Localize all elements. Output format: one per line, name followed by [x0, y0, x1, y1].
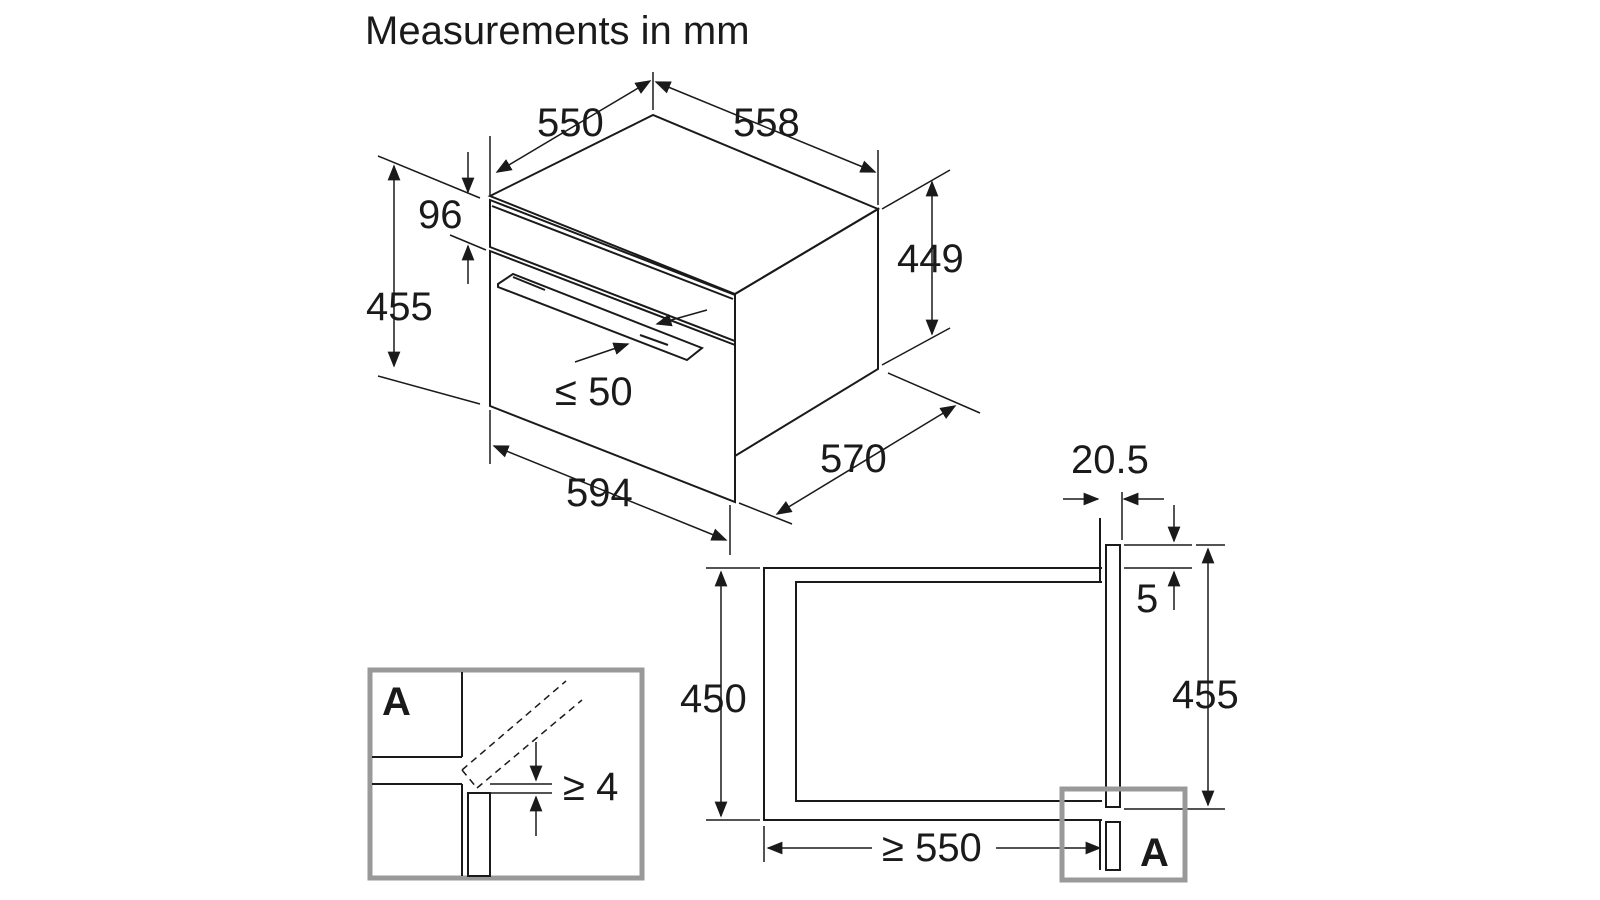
appliance-isometric	[487, 113, 881, 504]
dim-front-height-label: 455	[366, 285, 433, 329]
dim-total-height	[1124, 544, 1225, 810]
dim-handle-projection-label: ≤ 50	[555, 370, 633, 414]
dim-body-height-label: 449	[897, 237, 964, 281]
cabinet-section	[763, 518, 1121, 871]
control-panel	[489, 198, 736, 343]
detail-gap-label: ≥ 4	[563, 765, 618, 809]
detail-a-panel	[367, 667, 645, 881]
detail-a-label: A	[382, 680, 411, 724]
detail-callout-label: A	[1140, 831, 1169, 875]
dim-total-height-label: 455	[1172, 673, 1239, 717]
dim-body-height	[881, 169, 951, 366]
dim-niche-height-label: 450	[680, 677, 747, 721]
dim-width-front	[489, 410, 731, 555]
appliance-side-face	[734, 207, 879, 458]
dim-depth-top	[489, 72, 654, 196]
dim-top-offset-label: 5	[1136, 577, 1158, 621]
front-panel-lower	[1105, 821, 1121, 871]
dim-top-offset	[1124, 505, 1192, 610]
dim-panel-height	[449, 152, 487, 284]
detail-callout-box	[1059, 786, 1188, 883]
dim-front-thickness-label: 20.5	[1071, 438, 1149, 482]
door-handle	[497, 272, 704, 362]
dim-width-top-label: 558	[733, 101, 800, 145]
dim-handle-projection	[574, 309, 708, 363]
dim-depth-top-label: 550	[537, 101, 604, 145]
dim-niche-height	[706, 567, 760, 821]
dim-panel-height-label: 96	[418, 193, 463, 237]
dim-front-thickness	[1063, 492, 1164, 540]
dim-depth-side	[738, 372, 981, 525]
dim-width-top	[654, 81, 879, 205]
page-title: Measurements in mm	[365, 9, 750, 53]
oven-door	[489, 249, 736, 504]
dim-min-depth	[763, 826, 1102, 862]
dim-width-front-label: 594	[566, 471, 633, 515]
detail-front-panel	[467, 792, 491, 877]
dim-depth-side-label: 570	[820, 437, 887, 481]
front-panel	[1105, 544, 1121, 808]
dim-min-depth-label: ≥ 550	[882, 826, 982, 870]
